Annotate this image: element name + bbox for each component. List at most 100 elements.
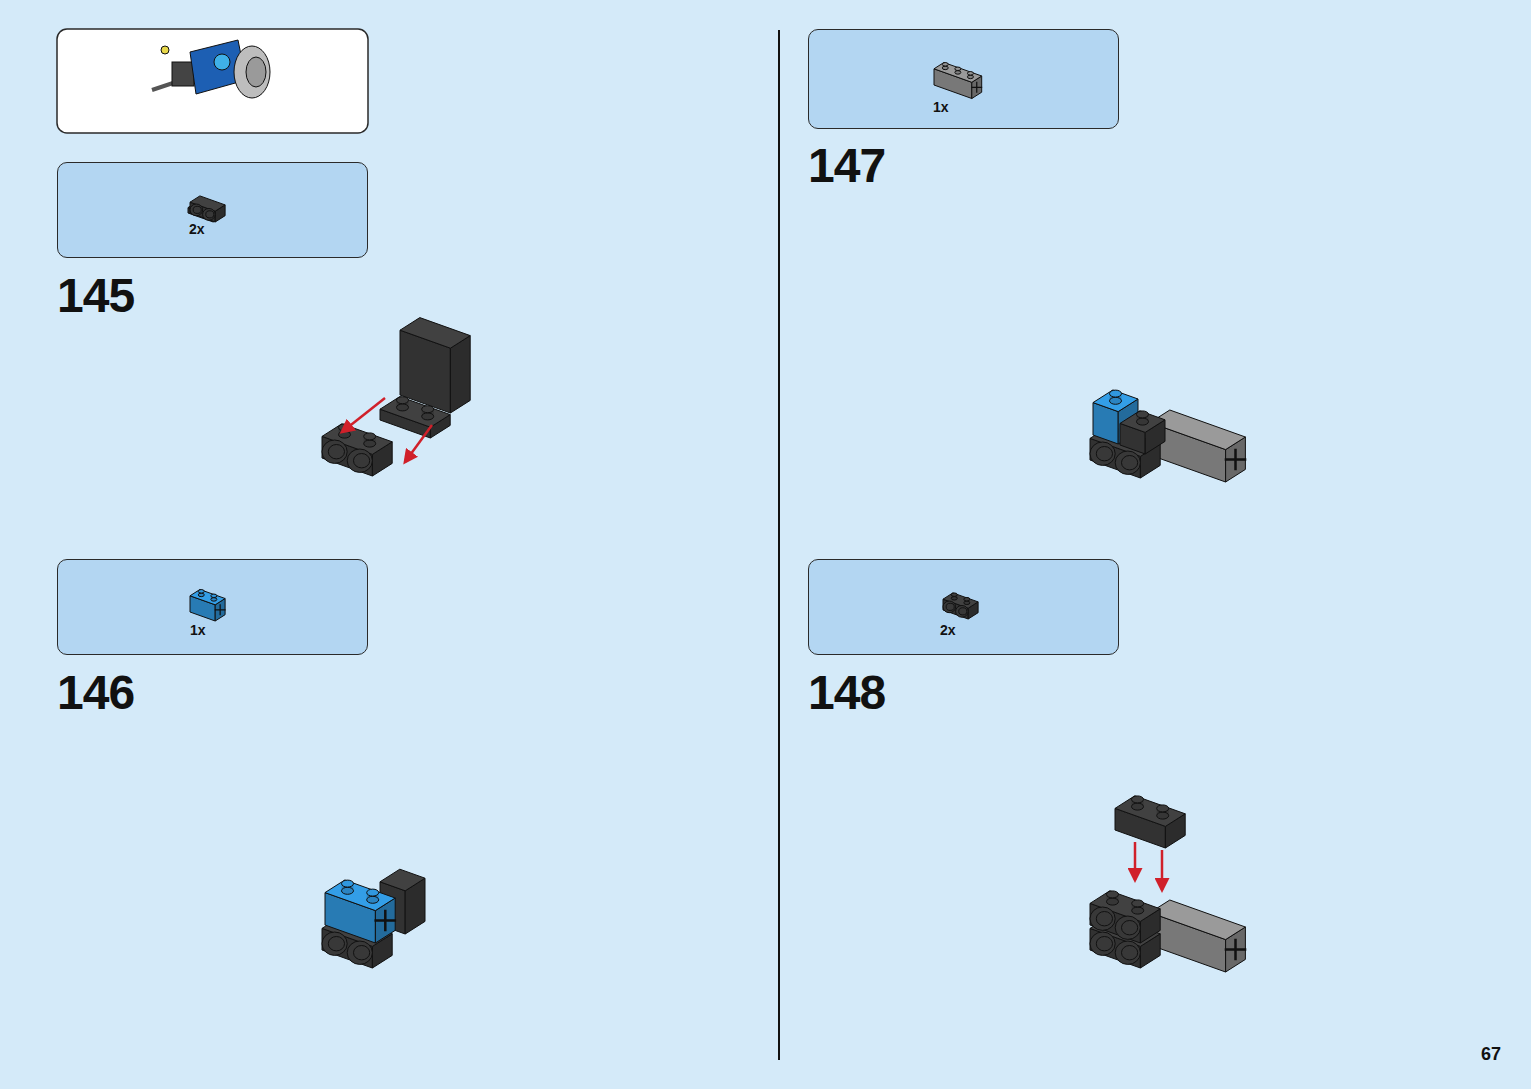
axle-hole — [971, 82, 982, 93]
stud — [1157, 812, 1169, 819]
front-stud-ring — [193, 206, 201, 213]
front-stud — [203, 209, 216, 221]
assembly-arrow — [1134, 842, 1137, 880]
step-146-model — [322, 869, 425, 968]
parts-callout: 1x — [808, 29, 1119, 129]
stud — [364, 440, 376, 447]
stud — [967, 75, 973, 79]
step-147-model — [1090, 390, 1246, 482]
part-icon — [809, 30, 1117, 127]
stud — [397, 404, 409, 411]
brick-top — [1150, 900, 1245, 940]
stud — [211, 598, 217, 602]
stud-top — [198, 590, 204, 594]
stud-top — [1137, 411, 1149, 418]
front-stud — [322, 932, 347, 955]
front-stud — [943, 601, 956, 613]
stud — [955, 71, 961, 75]
axle-hole — [1225, 449, 1247, 471]
part-count: 1x — [933, 99, 949, 115]
brick-top — [1120, 411, 1165, 433]
axle-hole — [1225, 939, 1247, 961]
part-count: 2x — [940, 622, 956, 638]
assembly-arrow — [1161, 850, 1164, 890]
front-stud — [190, 204, 203, 216]
axle-hole — [375, 910, 397, 932]
step-145-model — [322, 318, 470, 476]
page-number: 67 — [1481, 1044, 1501, 1065]
brick-top — [325, 880, 395, 911]
front-stud-ring — [328, 937, 344, 951]
stud — [1110, 397, 1122, 404]
brick-top — [380, 869, 425, 891]
assembly-arrow — [405, 425, 432, 462]
front-stud — [1090, 907, 1115, 930]
stud-top — [964, 597, 970, 601]
stud-top — [367, 889, 379, 896]
brick-top — [190, 590, 225, 605]
step-148-model — [1090, 796, 1246, 972]
stud — [942, 66, 948, 70]
part-icon — [58, 560, 366, 653]
front-stud-ring — [354, 946, 370, 960]
stud — [1132, 803, 1144, 810]
step-number: 145 — [57, 268, 134, 323]
stud — [339, 431, 351, 438]
stud — [1132, 907, 1144, 914]
stud-top — [1107, 891, 1119, 898]
front-stud-ring — [959, 608, 967, 615]
stud — [422, 413, 434, 420]
stud — [1137, 418, 1149, 425]
front-stud-ring — [946, 603, 954, 610]
front-stud — [347, 449, 372, 472]
stud-top — [1132, 900, 1144, 907]
brick-top — [400, 318, 470, 349]
front-stud-ring — [1096, 937, 1112, 951]
part-icon — [58, 163, 366, 256]
stud-top — [364, 433, 376, 440]
stud-top — [1157, 805, 1169, 812]
front-stud-ring — [206, 211, 214, 218]
stud-top — [422, 406, 434, 413]
front-stud-ring — [1122, 921, 1138, 935]
front-stud-ring — [1096, 447, 1112, 461]
step-number: 147 — [808, 138, 885, 193]
step-number: 146 — [57, 665, 134, 720]
assembly-arrow — [342, 398, 385, 432]
front-stud — [322, 440, 347, 463]
stud — [342, 887, 354, 894]
front-stud-ring — [1096, 912, 1112, 926]
submodel-box — [57, 29, 368, 133]
part-icon — [809, 560, 1117, 653]
brick-top — [1115, 796, 1185, 827]
engine-submodel — [152, 40, 270, 98]
front-stud — [956, 606, 969, 618]
stud — [198, 593, 204, 597]
front-stud-ring — [1122, 456, 1138, 470]
stud — [951, 597, 957, 601]
stud-top — [967, 72, 973, 76]
front-stud — [1090, 932, 1115, 955]
page-divider — [778, 30, 780, 1060]
brick-top — [934, 63, 982, 83]
front-stud — [1115, 451, 1140, 474]
front-stud — [1115, 916, 1140, 939]
brick-top — [380, 397, 450, 428]
stud-top — [211, 594, 217, 598]
front-stud — [1115, 941, 1140, 964]
front-stud-ring — [354, 454, 370, 468]
parts-callout: 2x — [57, 162, 368, 258]
stud-top — [1132, 796, 1144, 803]
stud-top — [397, 397, 409, 404]
stud-top — [955, 67, 961, 71]
brick-top — [1093, 390, 1138, 412]
stud-top — [342, 880, 354, 887]
front-stud-ring — [328, 445, 344, 459]
axle-hole — [215, 604, 226, 615]
part-count: 1x — [190, 622, 206, 638]
stud — [1107, 898, 1119, 905]
stud — [964, 601, 970, 605]
front-stud-ring — [1122, 946, 1138, 960]
step-number: 148 — [808, 665, 885, 720]
parts-callout: 2x — [808, 559, 1119, 655]
